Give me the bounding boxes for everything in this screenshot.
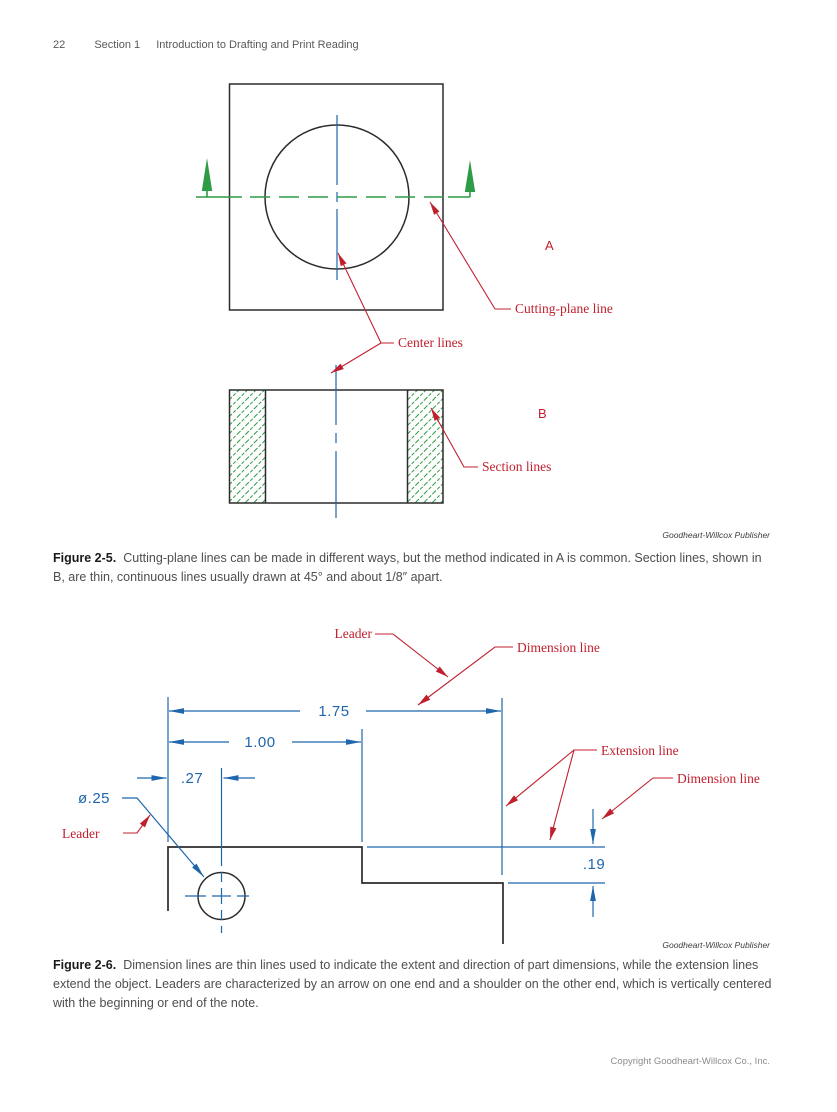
dimension-19: .19 [583,809,605,917]
cutting-plane-leader [429,201,511,310]
figure-2-5-caption: Figure 2-5.Cutting-plane lines can be ma… [53,549,772,587]
figure-2-5-callouts: A B Cutting-plane line Center lines Sect… [330,201,613,474]
extension-line-pointer-1 [505,749,597,807]
leader-top-pointer [375,633,449,678]
cutting-plane-line [196,158,476,198]
dim-text-19: .19 [583,856,605,873]
figure-2-5-caption-label: Figure 2-5. [53,551,117,565]
dim-text-dia-25: ø.25 [78,790,110,807]
dim-text-1-00: 1.00 [244,734,275,751]
figure-2-5-drawing: A B Cutting-plane line Center lines Sect… [196,83,613,518]
dimension-line-top-pointer [417,646,513,706]
leader-top-label: Leader [335,626,373,641]
cutting-plane-arrow-left [201,158,213,191]
page-header: 22 Section 1 Introduction to Drafting an… [53,39,359,51]
part-outline [167,846,504,944]
dimension-line-right-pointer [601,777,673,820]
section-title: Introduction to Drafting and Print Readi… [156,39,359,51]
dimension-line-right-label: Dimension line [677,771,760,786]
view-a [196,83,476,311]
figure-2-5-caption-text: Cutting-plane lines can be made in diffe… [53,551,762,584]
extension-line-pointer-2 [549,749,575,841]
dimension-1-00: 1.00 [169,734,361,751]
dimension-27: .27 [137,770,255,787]
leader-bottom-pointer [123,814,151,834]
page-number: 22 [53,39,66,51]
section-lines-leader [430,407,478,468]
dim-text-27: .27 [181,770,203,787]
figure-2-5-credit: Goodheart-Willcox Publisher [662,530,770,540]
view-a-letter: A [545,238,554,253]
hole-edges [264,390,409,503]
center-lines-label: Center lines [398,335,463,350]
copyright-line: Copyright Goodheart-Willcox Co., Inc. [610,1056,770,1067]
cutting-plane-label: Cutting-plane line [515,301,613,316]
leader-bottom-label: Leader [62,826,100,841]
dimension-line-top-label: Dimension line [517,640,600,655]
section-label: Section 1 [94,39,141,51]
extension-line-label: Extension line [601,743,679,758]
figure-2-6-caption: Figure 2-6.Dimension lines are thin line… [53,956,772,1013]
figure-2-6-credit: Goodheart-Willcox Publisher [662,940,770,950]
section-hatch-left [230,390,265,503]
section-hatch-right [408,390,443,503]
cutting-plane-arrow-right [464,160,476,192]
center-lines-leader-down [330,342,382,374]
hole-diameter-leader: ø.25 [78,790,205,878]
view-b-letter: B [538,406,547,421]
figure-2-6-drawing: 1.75 1.00 .27 .19 [62,626,760,944]
view-b [228,365,444,518]
figure-2-6-callouts: Leader Dimension line Extension line Dim… [62,626,760,841]
hole-center-lines [185,872,249,933]
figure-2-6-caption-label: Figure 2-6. [53,958,117,972]
dimension-1-75: 1.75 [169,703,501,720]
figure-2-6-caption-text: Dimension lines are thin lines used to i… [53,958,772,1010]
dim-text-1-75: 1.75 [318,703,349,720]
center-lines-leader-up [337,252,394,344]
section-lines-label: Section lines [482,459,551,474]
extension-lines [167,697,605,884]
